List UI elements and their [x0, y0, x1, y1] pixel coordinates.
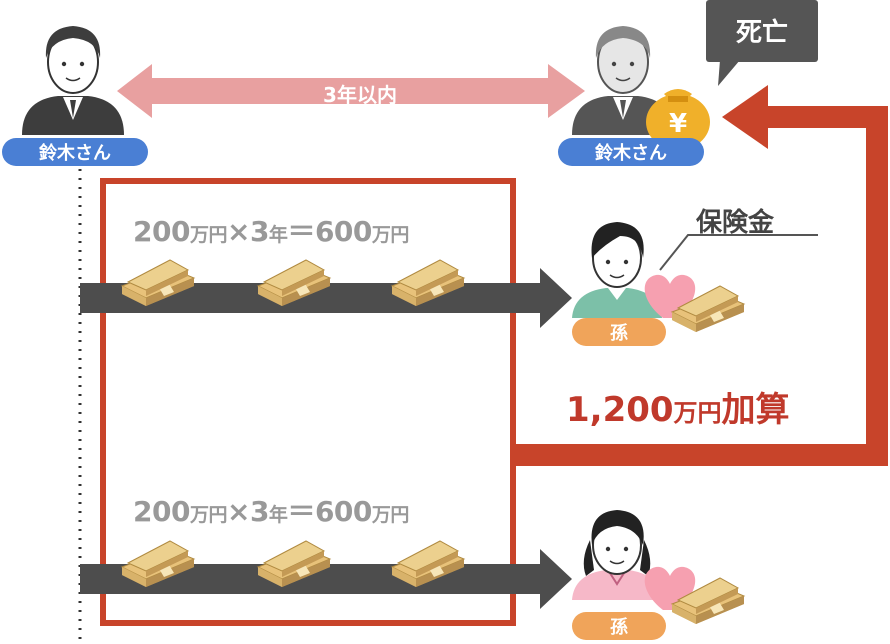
period-double-arrow [117, 64, 585, 118]
grandchild-boy-icon [572, 222, 662, 318]
gift-formula-1: 200万円×3年＝600万円 [133, 215, 409, 248]
grandchild-girl-icon [572, 510, 662, 600]
left-person-icon [22, 26, 124, 135]
left-person-name: 鈴木さん [2, 138, 148, 166]
money-bag-icon: ¥ [646, 89, 710, 150]
gift-formula-2: 200万円×3年＝600万円 [133, 495, 409, 528]
grandchild-1-label: 孫 [572, 318, 666, 346]
addback-amount: 1,200万円加算 [566, 390, 790, 430]
insurance-callout-line [659, 234, 818, 271]
grandchild-2-label: 孫 [572, 612, 666, 640]
svg-text:¥: ¥ [669, 109, 687, 139]
death-status-label: 死亡 [735, 18, 788, 48]
gifts-frame [100, 178, 516, 626]
addback-arrow [515, 85, 888, 466]
right-person-name: 鈴木さん [558, 138, 704, 166]
insurance-label: 保険金 [696, 208, 775, 238]
period-label: 3年以内 [323, 83, 397, 107]
death-speech-bubble [706, 0, 818, 86]
